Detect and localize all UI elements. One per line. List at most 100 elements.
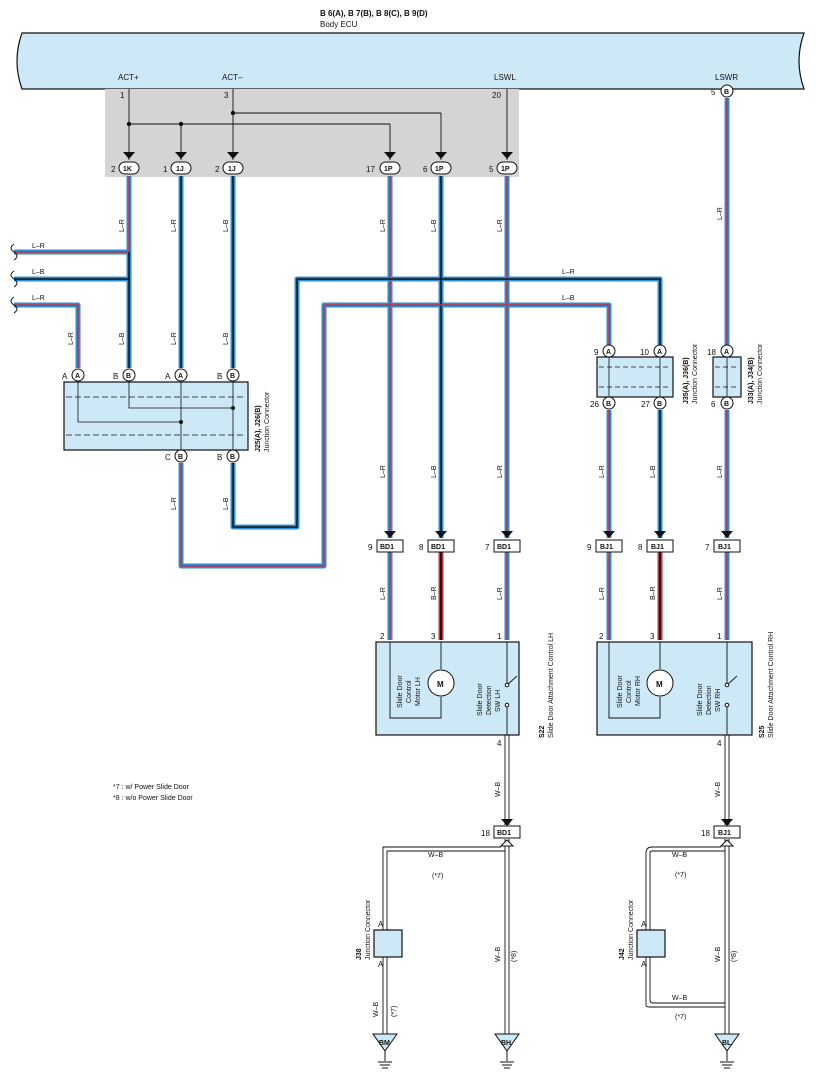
- wire-label: L–R: [380, 587, 387, 600]
- pin-label: 18: [701, 829, 710, 838]
- wire-breaks: [10, 243, 18, 314]
- ecu-terminal-lswr: LSWR: [715, 73, 738, 82]
- ecu-pin-lswr: 5: [711, 88, 716, 97]
- wb-connectors: BD1 BJ1 18 18: [481, 819, 741, 847]
- wire-label: W–B: [672, 852, 688, 859]
- j33-id: J33(A), J34(B): [748, 357, 755, 404]
- ground-bl: BL: [714, 1033, 740, 1069]
- wire-label: L–B: [32, 269, 45, 276]
- pin-label: 2: [599, 632, 604, 641]
- pin-label: 1: [163, 165, 168, 174]
- junction-j25-j26: A A B B B B A B A B C B J25(A), J26(B) J…: [62, 368, 271, 463]
- ground-bh-label: BH: [501, 1040, 511, 1047]
- connector-bj1-label: BJ1: [718, 544, 731, 551]
- j33-name: Junction Connector: [757, 343, 764, 404]
- j26-pin-b3: B: [178, 454, 183, 461]
- wire-label: L–R: [171, 332, 178, 345]
- pin-label: 4: [497, 739, 502, 748]
- pin-label: 18: [707, 348, 716, 357]
- wire-label: L–R: [119, 219, 126, 232]
- s22-motor-line2: Control: [406, 680, 413, 703]
- pin-label: 8: [419, 543, 424, 552]
- j26-pin-b1: B: [126, 373, 131, 380]
- internal-routing-box: [105, 89, 519, 177]
- ecu-connectors-label: B 6(A), B 7(B), B 8(C), B 9(D): [320, 9, 428, 18]
- j38-pin-a2: A: [378, 960, 384, 969]
- connector-bd1-label: BD1: [431, 544, 445, 551]
- j42-pin-a1: A: [641, 920, 647, 929]
- connector-1j-b-label: 1J: [228, 166, 236, 173]
- note-tag: (*8): [731, 951, 738, 962]
- s25-switch-line2: Detection: [706, 685, 713, 715]
- pin-label: 2: [111, 165, 116, 174]
- component-s22: 2 3 1 4 M Slide Door Control Motor LH Sl…: [375, 632, 555, 748]
- s22-switch-line2: Detection: [486, 685, 493, 715]
- ecu-pin-actm: 3: [224, 91, 229, 100]
- j25-pin-a1: A: [75, 373, 80, 380]
- ground-bh: BH: [494, 1033, 520, 1069]
- pin-label: 17: [366, 165, 375, 174]
- pin-label: 3: [650, 632, 655, 641]
- j38-pin-a1: A: [378, 920, 384, 929]
- wire-label: L–R: [497, 219, 504, 232]
- pin-label: 10: [640, 348, 649, 357]
- s22-name: Slide Door Attachment Control LH: [548, 633, 555, 738]
- pin-label: 3: [431, 632, 436, 641]
- wire-label: W–B: [495, 782, 502, 798]
- wire-label: L–B: [431, 465, 438, 478]
- connector-bj1-label: BJ1: [600, 544, 613, 551]
- wire-label: L–R: [497, 465, 504, 478]
- j42-id: J42: [619, 948, 626, 960]
- s22-switch-line1: Slide Door: [477, 683, 484, 716]
- component-s25: 2 3 1 4 M Slide Door Control Motor RH Sl…: [596, 632, 775, 748]
- connector-1p-c-label: 1P: [501, 166, 510, 173]
- connector-1p-a: 1P: [379, 152, 401, 175]
- ecu-terminal-actp: ACT+: [118, 73, 139, 82]
- pin-label: 2: [215, 165, 220, 174]
- s22-id: S22: [539, 725, 546, 738]
- s22-motor-line1: Slide Door: [397, 675, 404, 708]
- j25-side-b1: B: [113, 372, 118, 381]
- wire-bundle: [14, 98, 730, 640]
- j36-pin-b1: B: [606, 401, 611, 408]
- connector-1p-a-label: 1P: [384, 166, 393, 173]
- motor-rh-label: M: [656, 680, 663, 689]
- wb-wiring: [382, 735, 730, 1034]
- connector-bj1-label: BJ1: [718, 830, 731, 837]
- wire-label: L–R: [717, 465, 724, 478]
- bd1-bj1-row: BD1 BD1 BD1 BJ1 BJ1 BJ1 9 8 7 9 8 7: [368, 531, 741, 553]
- note-power-slide-door: *7 : w/ Power Slide Door: [113, 784, 190, 791]
- wire-label: L–R: [717, 587, 724, 600]
- internal-lines: [128, 89, 508, 160]
- wire-label: B–R: [650, 586, 657, 600]
- ecu-name-label: Body ECU: [320, 20, 358, 29]
- ecu-terminal-actm: ACT–: [222, 73, 243, 82]
- connector-bd1-label: BD1: [497, 830, 511, 837]
- ground-bm-label: BM: [379, 1040, 390, 1047]
- wire-label: W–B: [428, 852, 444, 859]
- wire-label: L–B: [119, 332, 126, 345]
- junction-j38: A A J38 Junction Connector: [356, 899, 403, 969]
- body-ecu-block: [16, 32, 805, 90]
- wire-label: L–R: [380, 465, 387, 478]
- connector-1j-a-label: 1J: [176, 166, 184, 173]
- wire-label: L–R: [380, 219, 387, 232]
- j35-id: J35(A), J36(B): [683, 357, 690, 404]
- j25-side-a1: A: [62, 372, 68, 381]
- wire-label: L–R: [599, 587, 606, 600]
- s25-name: Slide Door Attachment Control RH: [768, 632, 775, 738]
- connector-bd1-label: BD1: [497, 544, 511, 551]
- wb-labels: W–B W–B W–B (*7) W–B (*7) W–B (*8) W–B (…: [373, 782, 738, 1022]
- pin-label: 9: [594, 348, 599, 357]
- wire-label: L–B: [223, 332, 230, 345]
- wire-label: W–B: [672, 995, 688, 1002]
- pin-label: 6: [423, 165, 428, 174]
- j36-pin-b2: B: [657, 401, 662, 408]
- connector-bd1-label: BD1: [380, 544, 394, 551]
- s25-id: S25: [759, 725, 766, 738]
- pin-label: 9: [368, 543, 373, 552]
- wire-label: W–B: [715, 947, 722, 963]
- connector-1k-label: 1K: [123, 166, 132, 173]
- note-tag: (*7): [675, 1014, 686, 1021]
